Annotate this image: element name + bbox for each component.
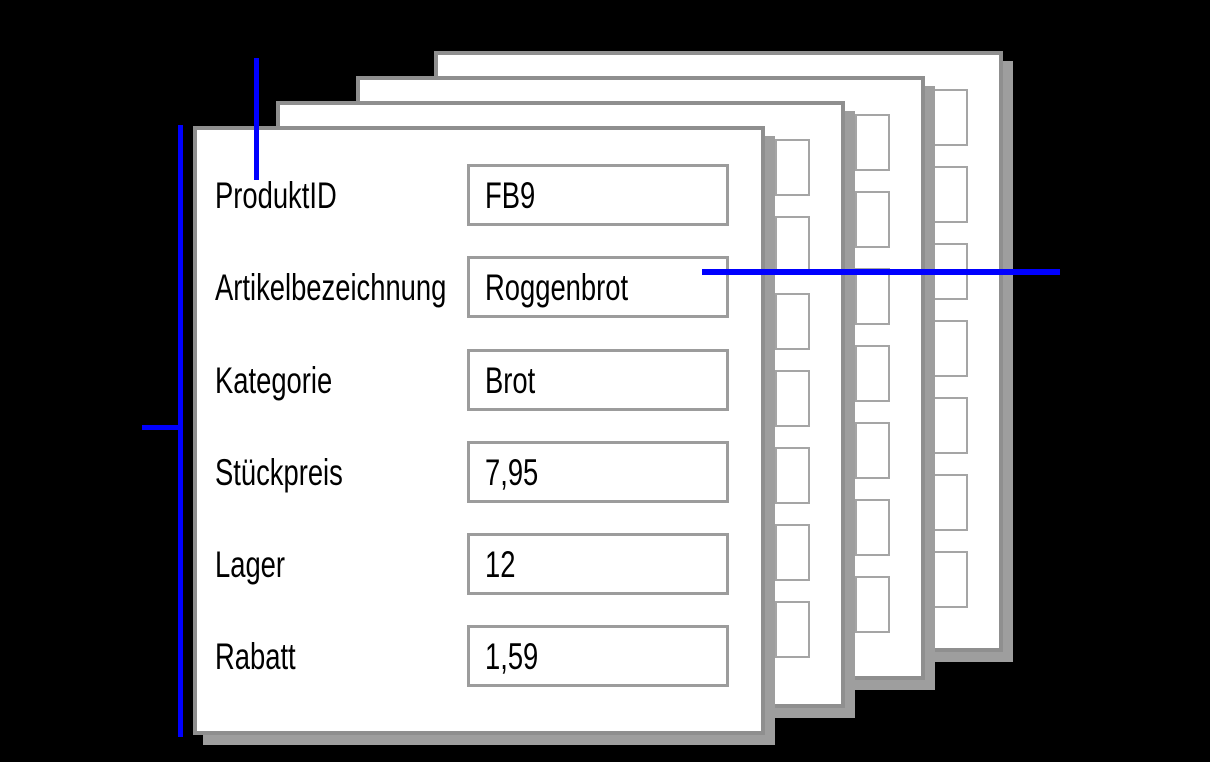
annotation-line-top-vertical <box>254 58 259 180</box>
field-value-text: Brot <box>485 359 536 401</box>
placeholder-field-box <box>855 345 890 402</box>
field-label-text: Rabatt <box>215 635 296 677</box>
placeholder-field-box <box>775 293 810 350</box>
field-label-text: ProduktID <box>215 174 337 216</box>
form-row-kategorie: Kategorie Brot <box>197 349 761 411</box>
field-label: Stückpreis <box>215 441 388 503</box>
form-row-stueckpreis: Stückpreis 7,95 <box>197 441 761 503</box>
placeholder-field-box <box>855 422 890 479</box>
field-label-text: Artikelbezeichnung <box>215 266 447 308</box>
placeholder-field-box <box>855 114 890 171</box>
field-value-box: 1,59 <box>467 625 729 687</box>
placeholder-field-box <box>855 576 890 633</box>
placeholder-field-box <box>775 216 810 273</box>
placeholder-field-column <box>933 89 968 628</box>
placeholder-field-box <box>855 191 890 248</box>
field-label: Kategorie <box>215 349 373 411</box>
field-value-text: 7,95 <box>485 451 539 493</box>
field-label: Artikelbezeichnung <box>215 256 528 318</box>
placeholder-field-box <box>933 89 968 146</box>
form-row-rabatt: Rabatt 1,59 <box>197 625 761 687</box>
field-value-box: 12 <box>467 533 729 595</box>
field-label: Lager <box>215 533 310 595</box>
field-value-text: FB9 <box>485 174 536 216</box>
placeholder-field-box <box>933 166 968 223</box>
field-label: Rabatt <box>215 625 324 687</box>
field-value-text: 12 <box>485 543 516 585</box>
placeholder-field-box <box>775 447 810 504</box>
form-row-lager: Lager 12 <box>197 533 761 595</box>
field-value-text: 1,59 <box>485 635 539 677</box>
placeholder-field-box <box>933 397 968 454</box>
field-value-box: Roggenbrot <box>467 256 729 318</box>
placeholder-field-box <box>855 499 890 556</box>
annotation-line-left-vertical <box>178 125 183 737</box>
form-row-artikelbezeichnung: Artikelbezeichnung Roggenbrot <box>197 256 761 318</box>
placeholder-field-box <box>775 370 810 427</box>
annotation-line-left-tick <box>142 425 183 430</box>
record-card-front: ProduktID FB9 Artikelbezeichnung Roggenb… <box>193 126 765 735</box>
field-label-text: Stückpreis <box>215 451 343 493</box>
placeholder-field-box <box>775 601 810 658</box>
field-label-text: Kategorie <box>215 359 333 401</box>
placeholder-field-column <box>855 114 890 653</box>
form-row-produktid: ProduktID FB9 <box>197 164 761 226</box>
placeholder-field-box <box>855 268 890 325</box>
placeholder-field-box <box>775 139 810 196</box>
field-label-text: Lager <box>215 543 286 585</box>
placeholder-field-box <box>933 320 968 377</box>
placeholder-field-column <box>775 139 810 678</box>
field-value-text: Roggenbrot <box>485 266 629 308</box>
field-value-box: Brot <box>467 349 729 411</box>
annotation-line-right-horizontal <box>702 269 1060 275</box>
placeholder-field-box <box>775 524 810 581</box>
placeholder-field-box <box>933 474 968 531</box>
field-value-box: 7,95 <box>467 441 729 503</box>
field-value-box: FB9 <box>467 164 729 226</box>
placeholder-field-box <box>933 551 968 608</box>
field-label: ProduktID <box>215 164 380 226</box>
